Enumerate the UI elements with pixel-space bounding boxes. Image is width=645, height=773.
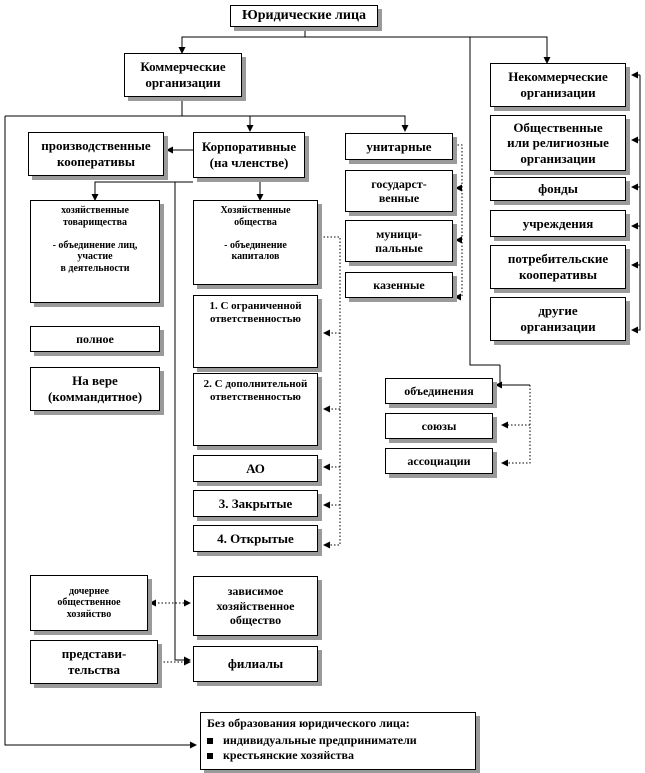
other-organizations: другие организации — [490, 297, 626, 341]
no-legal-entity-title: Без образования юридического лица: — [207, 716, 410, 730]
consumer-coops-label: потребительские кооперативы — [507, 251, 609, 282]
full-label: полное — [76, 331, 114, 346]
noncommercial-label: Некоммерческие организации — [508, 69, 608, 100]
associations-unions-box: объединения — [385, 378, 493, 404]
business-companies: Хозяйственные общества - объединение кап… — [193, 200, 318, 285]
list-item: крестьянские хозяйства — [207, 748, 469, 763]
subsidiary-company: дочернее общественное хозяйство — [30, 575, 148, 631]
dependent-label: зависимое хозяйственное общество — [216, 584, 295, 628]
other-orgs-label: другие организации — [520, 303, 596, 334]
state-label: государст- венные — [371, 176, 427, 205]
no-legal-entity-item: индивидуальные предприниматели — [223, 733, 417, 747]
associations-label: ассоциации — [407, 453, 471, 468]
full-partnership: полное — [30, 326, 160, 352]
jsc-label: АО — [246, 460, 265, 476]
funds-label: фонды — [538, 181, 578, 197]
public-religious-label: Общественные или религиозные организации — [507, 119, 609, 166]
institutions: учреждения — [490, 210, 626, 237]
open-jsc: 4. Открытые — [193, 525, 318, 552]
bullet-icon — [207, 752, 213, 759]
unions-box: союзы — [385, 413, 493, 439]
alc-label: 2. С дополнительной ответственностью — [203, 378, 308, 404]
unitary-label: унитарные — [366, 138, 432, 154]
joint-stock-company: АО — [193, 455, 318, 482]
limited-partnership: На вере (коммандитное) — [30, 367, 160, 411]
branches: филиалы — [193, 646, 318, 682]
partnerships-label: хозяйственные товарищества - объединение… — [52, 205, 138, 274]
branches-label: филиалы — [227, 656, 284, 672]
consumer-cooperatives: потребительские кооперативы — [490, 245, 626, 289]
closed-label: 3. Закрытые — [218, 495, 293, 511]
representations-label: представи- тельства — [61, 646, 127, 677]
commercial-label: Коммерческие организации — [140, 59, 226, 90]
institutions-label: учреждения — [522, 215, 594, 231]
list-item: индивидуальные предприниматели — [207, 733, 469, 748]
corporate-organizations: Корпоративные (на членстве) — [193, 132, 305, 178]
representative-offices: представи- тельства — [30, 640, 158, 684]
treasury-label: казенные — [373, 277, 425, 292]
production-cooperatives: производственные кооперативы — [28, 132, 164, 176]
bullet-icon — [207, 737, 213, 744]
root-label: Юридические лица — [241, 7, 367, 23]
production-coops-label: производственные кооперативы — [41, 138, 151, 169]
noncommercial-organizations: Некоммерческие организации — [490, 63, 626, 107]
no-legal-entity-box: Без образования юридического лица: индив… — [200, 712, 476, 770]
state-enterprises: государст- венные — [345, 170, 453, 212]
municipal-label: муници- пальные — [375, 226, 423, 255]
llc-label: 1. С ограниченной ответственностью — [209, 300, 302, 326]
limited-partnership-label: На вере (коммандитное) — [47, 373, 143, 404]
unitary-organizations: унитарные — [345, 133, 453, 160]
associations-union-label: объединения — [404, 383, 474, 398]
corporate-label: Корпоративные (на членстве) — [201, 139, 297, 170]
dependent-company: зависимое хозяйственное общество — [193, 576, 318, 636]
public-religious-organizations: Общественные или религиозные организации — [490, 115, 626, 171]
municipal-enterprises: муници- пальные — [345, 220, 453, 262]
business-partnerships: хозяйственные товарищества - объединение… — [30, 200, 160, 303]
companies-label: Хозяйственные общества - объединение кап… — [220, 205, 291, 262]
unions-label: союзы — [421, 418, 457, 433]
root-legal-entities: Юридические лица — [230, 5, 378, 27]
associations-box: ассоциации — [385, 448, 493, 474]
funds: фонды — [490, 177, 626, 201]
commercial-organizations: Коммерческие организации — [124, 53, 242, 97]
closed-jsc: 3. Закрытые — [193, 490, 318, 517]
no-legal-entity-item: крестьянские хозяйства — [223, 748, 354, 762]
additional-liability-company: 2. С дополнительной ответственностью — [193, 373, 318, 446]
open-label: 4. Открытые — [217, 530, 294, 546]
no-legal-entity-list: индивидуальные предприниматели крестьянс… — [207, 733, 469, 763]
treasury-enterprises: казенные — [345, 272, 453, 298]
limited-liability-company: 1. С ограниченной ответственностью — [193, 295, 318, 368]
subsidiary-label: дочернее общественное хозяйство — [57, 585, 121, 620]
